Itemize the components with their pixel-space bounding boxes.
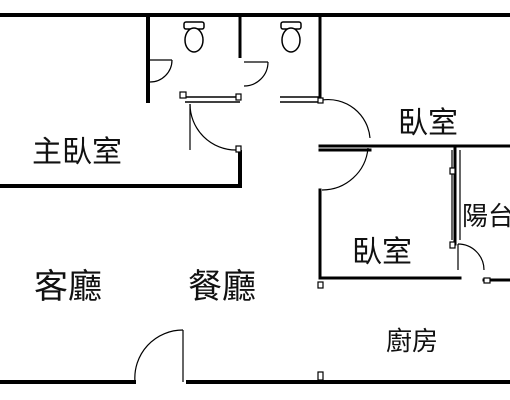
bath1-bottom-wall: [185, 96, 240, 103]
label-master-bedroom: 主臥室: [32, 135, 122, 170]
bath1-door-arc: [149, 59, 173, 83]
bedroom-door-arc-lower: [321, 147, 369, 191]
master-door-arc: [189, 103, 237, 151]
doors: [134, 59, 485, 383]
bath2-bottom-wall: [280, 96, 320, 103]
label-living-room: 客廳: [34, 267, 102, 307]
label-dining-room: 餐廳: [188, 267, 256, 307]
bathroom-walls: [146, 15, 322, 100]
upper-connector: [318, 144, 372, 152]
label-kitchen: 廚房: [386, 327, 438, 357]
outer-walls: [0, 13, 510, 384]
balcony-door-arc: [457, 243, 485, 271]
toilet-icon: [183, 21, 205, 53]
bedroom-walls: [318, 144, 510, 282]
label-balcony: 陽台: [462, 202, 510, 232]
bathroom-bottom-walls: [185, 96, 320, 103]
label-bedroom-lower: 臥室: [352, 235, 412, 270]
bath2-door-arc: [243, 61, 269, 87]
balcony-window-lines: [451, 150, 461, 240]
label-bedroom-upper: 臥室: [398, 106, 458, 141]
entry-door-arc: [134, 329, 184, 383]
bedroom-door-arc-upper: [321, 98, 371, 139]
toilet-icon: [280, 21, 302, 53]
column-markers: [179, 91, 491, 381]
